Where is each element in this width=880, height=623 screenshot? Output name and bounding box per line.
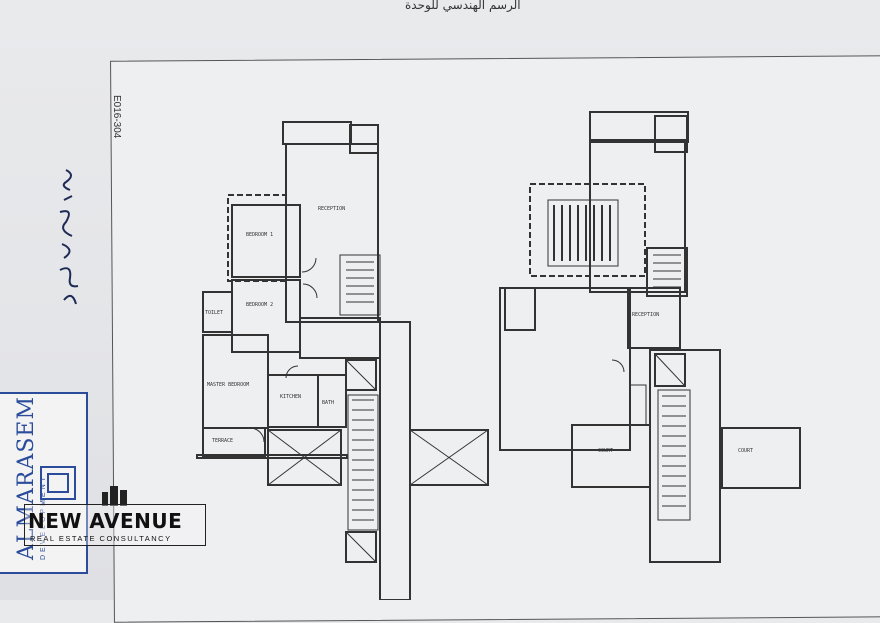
watermark-tagline: REAL ESTATE CONSULTANCY: [30, 534, 172, 543]
buildings-icon: [102, 486, 127, 506]
almarasem-logo: [0, 392, 88, 574]
almarasem-logo-mark: [40, 466, 76, 500]
room-label-reception: RECEPTION: [318, 206, 345, 212]
watermark-name: NEW AVENUE: [28, 509, 183, 533]
room-label-bedroom-2: BEDROOM 2: [246, 302, 273, 308]
room-label-kitchen: KITCHEN: [280, 394, 301, 400]
room-label-court-2: COURT: [738, 448, 753, 454]
room-label-bath: BATH: [322, 400, 334, 406]
floor-plan-right: [499, 111, 801, 563]
watermark-frame: [24, 504, 206, 546]
room-label-reception-upper: RECEPTION: [632, 312, 659, 318]
floor-plans: RECEPTION BEDROOM 1 BEDROOM 2 MASTER BED…: [196, 111, 801, 600]
room-label-toilet: TOILET: [205, 310, 223, 316]
room-label-master-bedroom: MASTER BEDROOM: [207, 382, 249, 388]
room-label-court-1: COURT: [598, 448, 613, 454]
room-label-terrace: TERRACE: [212, 438, 233, 444]
room-label-bedroom-1: BEDROOM 1: [246, 232, 273, 238]
drawing-title: الرسم الهندسي للوحدة: [405, 0, 521, 12]
handwritten-signature: [59, 169, 79, 305]
new-avenue-watermark: NEW AVENUE REAL ESTATE CONSULTANCY: [24, 484, 206, 546]
floor-plan-left: [196, 121, 489, 600]
